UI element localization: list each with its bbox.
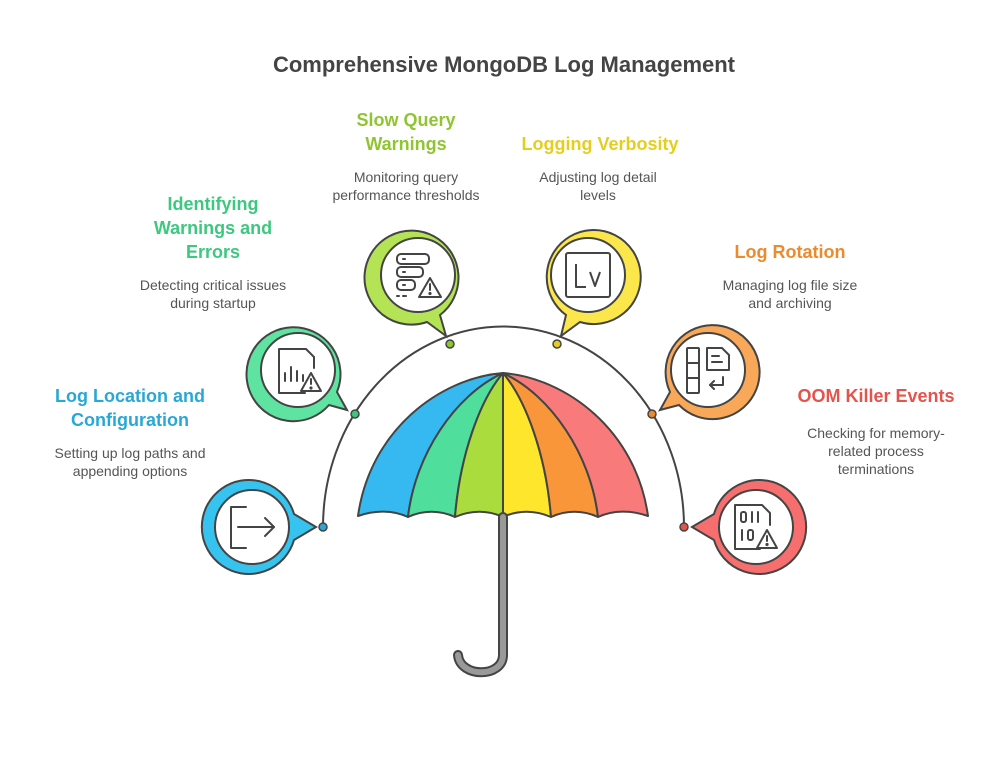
arc-dot-6 [679, 522, 689, 532]
umbrella-canopy [357, 372, 649, 518]
bubble-warnings-errors [245, 326, 350, 423]
sign-out-icon [230, 506, 275, 549]
item-title-verbosity: Logging Verbosity [521, 134, 679, 154]
connector-arc [322, 325, 685, 528]
bubble-log-location [200, 479, 318, 575]
item-desc-slow-query: Monitoring query performance thresholds [332, 169, 480, 203]
item-desc-oom: Checking for memory- related process ter… [807, 425, 945, 477]
umbrella-handle [453, 512, 508, 678]
item-desc-log-location: Setting up log paths and appending optio… [54, 445, 206, 479]
item-title-oom: OOM Killer Events [797, 386, 955, 406]
umbrella-handle-fill [455, 514, 506, 676]
arc-dot-4 [552, 339, 562, 349]
chart-warning-icon [278, 348, 322, 394]
item-title-rotation: Log Rotation [734, 242, 846, 262]
bubble-slow-query [363, 229, 460, 339]
bubble-verbosity [545, 229, 642, 339]
lv-icon [565, 252, 611, 298]
server-warning-icon [396, 253, 442, 298]
arc-dot-3 [445, 339, 455, 349]
item-title-slow-query: Slow Query Warnings [356, 110, 456, 154]
arc-dot-1 [318, 522, 328, 532]
item-title-log-location: Log Location and Configuration [55, 386, 205, 430]
bubble-oom [690, 479, 808, 575]
item-desc-verbosity: Adjusting log detail levels [539, 169, 657, 203]
item-desc-rotation: Managing log file size and archiving [722, 277, 858, 311]
page-title: Comprehensive MongoDB Log Management [272, 52, 736, 77]
canopy-panel-3 [454, 372, 504, 518]
canopy-panel-6 [502, 372, 649, 518]
arc-dot-5 [647, 409, 657, 419]
bubble-rotation [657, 324, 761, 421]
arc-dot-2 [350, 409, 360, 419]
item-title-warnings-errors: Identifying Warnings and Errors [153, 194, 273, 262]
binary-warning-icon [734, 504, 778, 550]
item-desc-warnings-errors: Detecting critical issues during startup [139, 277, 287, 311]
rotate-file-icon [686, 347, 730, 394]
